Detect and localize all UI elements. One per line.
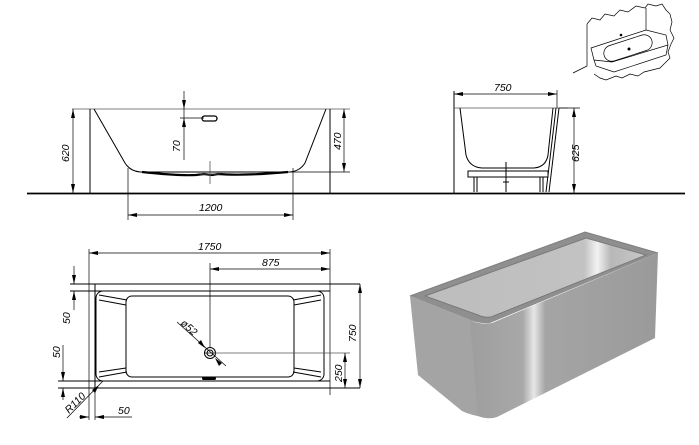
dim-inner-depth: 470	[332, 132, 344, 150]
dim-side-height: 625	[570, 144, 582, 162]
side-view: 750 625	[453, 82, 582, 193]
dim-drain-offset: 250	[333, 364, 345, 383]
bathtub-3d-render	[409, 231, 659, 419]
dim-bottom-length: 1200	[199, 202, 223, 214]
dim-drain-diameter: ø52	[178, 317, 200, 338]
dim-corner-radius: R110	[63, 390, 89, 416]
plan-view: 1750 875 ø52	[51, 241, 362, 420]
dim-rim-side: 50	[118, 405, 130, 417]
front-view: 1200 620 70 470	[60, 91, 350, 220]
dim-side-width: 750	[494, 82, 512, 94]
isometric-installation-sketch	[572, 3, 675, 81]
dim-plan-width: 750	[347, 324, 359, 342]
dim-total-height: 620	[60, 144, 72, 162]
dim-rim-top: 50	[61, 312, 73, 324]
dim-plan-half-length: 875	[262, 257, 280, 269]
dim-overflow-offset: 70	[171, 140, 183, 152]
dim-plan-length: 1750	[198, 241, 222, 253]
dim-rim-bottom: 50	[51, 346, 63, 358]
